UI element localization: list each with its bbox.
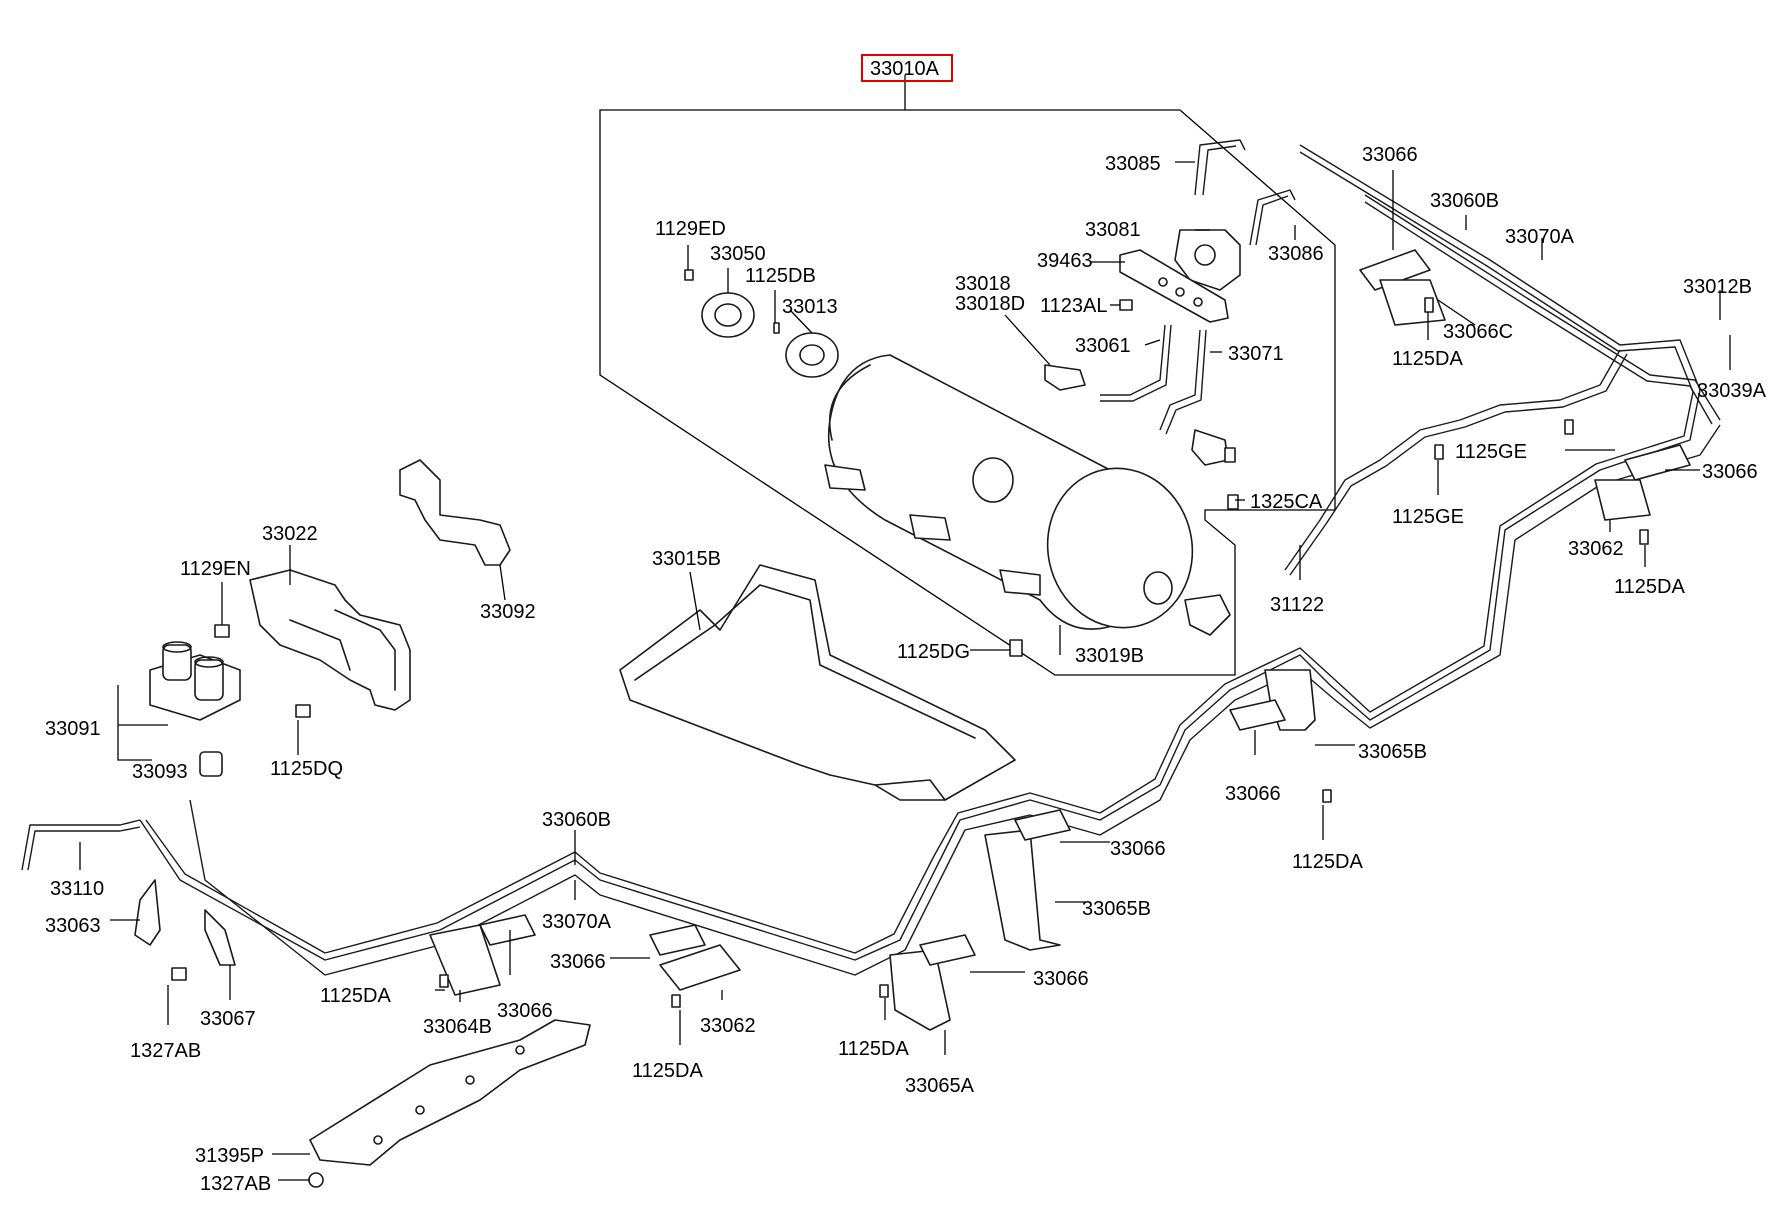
- tube-33110[interactable]: [21, 819, 141, 871]
- part-label-1125GE[interactable]: 1125GE: [1455, 441, 1527, 463]
- part-label-33050[interactable]: 33050: [710, 243, 766, 265]
- part-label-33063[interactable]: 33063: [45, 915, 101, 937]
- fitting-33071-end[interactable]: [1191, 429, 1229, 466]
- clip-33064B[interactable]: [429, 914, 536, 996]
- bolt-icons: [171, 269, 1649, 1188]
- mounting-bracket[interactable]: [399, 459, 511, 566]
- part-label-33015B[interactable]: 33015B: [652, 548, 721, 570]
- part-label-33110[interactable]: 33110: [50, 878, 104, 900]
- solenoid-valve[interactable]: [149, 641, 241, 777]
- part-label-33065B[interactable]: 33065B: [1358, 741, 1427, 763]
- relay-valve[interactable]: [1174, 229, 1241, 291]
- hose-31122[interactable]: [1284, 349, 1628, 576]
- assembly-outline: [599, 75, 1336, 676]
- part-label-33066[interactable]: 33066: [1110, 838, 1166, 860]
- part-label-1125DA[interactable]: 1125DA: [1392, 348, 1463, 370]
- part-label-33086[interactable]: 33086: [1268, 243, 1324, 265]
- part-label-33022[interactable]: 33022: [262, 523, 318, 545]
- part-label-33060B[interactable]: 33060B: [542, 809, 611, 831]
- part-label-33066[interactable]: 33066: [497, 1000, 553, 1022]
- part-label-1123AL[interactable]: 1123AL: [1040, 295, 1107, 317]
- clip-33065A[interactable]: [889, 934, 976, 1031]
- part-label-33085[interactable]: 33085: [1105, 153, 1161, 175]
- part-label-33066[interactable]: 33066: [1702, 461, 1758, 483]
- floor-cover[interactable]: [619, 564, 1016, 801]
- part-label-33061[interactable]: 33061: [1075, 335, 1131, 357]
- tube-33061-33071[interactable]: [1100, 324, 1207, 435]
- part-label-33091[interactable]: 33091: [45, 718, 101, 740]
- part-label-1327AB[interactable]: 1327AB: [200, 1173, 271, 1195]
- clip-33062-lower[interactable]: [649, 924, 741, 991]
- part-label-33066[interactable]: 33066: [1033, 968, 1089, 990]
- part-label-1125DA[interactable]: 1125DA: [1614, 576, 1685, 598]
- part-labels: 33010A 33085 33066 33060B 33070A 1129ED …: [45, 58, 1767, 1195]
- part-label-33010A[interactable]: 33010A: [870, 58, 940, 80]
- leader-lines: [79, 161, 1731, 1181]
- valve-plate[interactable]: [1119, 249, 1229, 323]
- part-label-33093[interactable]: 33093: [132, 761, 188, 783]
- part-label-33039A[interactable]: 33039A: [1697, 380, 1767, 402]
- part-label-33067[interactable]: 33067: [200, 1008, 256, 1030]
- part-label-1125DB[interactable]: 1125DB: [745, 265, 816, 287]
- part-label-33012B[interactable]: 33012B: [1683, 276, 1752, 298]
- part-label-1129EN[interactable]: 1129EN: [180, 558, 251, 580]
- clip-33066-right[interactable]: [1594, 444, 1691, 521]
- air-tank[interactable]: [824, 354, 1207, 641]
- part-label-31395P[interactable]: 31395P: [195, 1145, 264, 1167]
- clip-33066-upper[interactable]: [1359, 249, 1446, 326]
- fitting-33019B[interactable]: [1184, 594, 1231, 636]
- crossmember-31395P[interactable]: [309, 1019, 591, 1166]
- part-label-1327AB[interactable]: 1327AB: [130, 1040, 201, 1062]
- part-label-1125DA[interactable]: 1125DA: [838, 1038, 909, 1060]
- part-label-33064B[interactable]: 33064B: [423, 1016, 492, 1038]
- part-label-33071[interactable]: 33071: [1228, 343, 1284, 365]
- highlight-box: [861, 54, 953, 82]
- part-label-31122[interactable]: 31122: [1270, 594, 1324, 616]
- pipeline-33070A[interactable]: [189, 194, 1721, 976]
- part-label-1125DG[interactable]: 1125DG: [897, 641, 970, 663]
- part-label-33019B[interactable]: 33019B: [1075, 645, 1144, 667]
- clip-33065B-upper[interactable]: [1229, 669, 1316, 731]
- part-label-33018D[interactable]: 33018D: [955, 293, 1025, 315]
- part-label-1125DA[interactable]: 1125DA: [1292, 851, 1363, 873]
- part-label-33066[interactable]: 33066: [1225, 783, 1281, 805]
- part-label-33018[interactable]: 33018: [955, 273, 1011, 295]
- part-label-1125DQ[interactable]: 1125DQ: [270, 758, 343, 780]
- part-label-33062[interactable]: 33062: [700, 1015, 756, 1037]
- bracket-33067[interactable]: [204, 909, 236, 966]
- part-label-33066C[interactable]: 33066C: [1443, 321, 1513, 343]
- air-dryer[interactable]: [785, 332, 839, 378]
- tube-33086[interactable]: [1249, 189, 1296, 246]
- part-label-33066[interactable]: 33066: [550, 951, 606, 973]
- part-label-33062[interactable]: 33062: [1568, 538, 1624, 560]
- part-label-33092[interactable]: 33092: [480, 601, 536, 623]
- part-label-33070A[interactable]: 33070A: [542, 911, 612, 933]
- part-label-33013[interactable]: 33013: [782, 296, 838, 318]
- flange[interactable]: [701, 292, 755, 338]
- part-label-33065B[interactable]: 33065B: [1082, 898, 1151, 920]
- bracket-33063[interactable]: [134, 879, 161, 946]
- part-label-1125DA[interactable]: 1125DA: [632, 1060, 703, 1082]
- pipeline-33060B[interactable]: [139, 144, 1701, 961]
- clip-33065B-lower[interactable]: [984, 809, 1071, 951]
- part-label-1125GE[interactable]: 1125GE: [1392, 506, 1464, 528]
- part-label-33070A[interactable]: 33070A: [1505, 226, 1575, 248]
- part-label-33066[interactable]: 33066: [1362, 144, 1418, 166]
- valve-bracket[interactable]: [249, 569, 411, 711]
- tube-33085[interactable]: [1194, 139, 1246, 196]
- part-label-33060B[interactable]: 33060B: [1430, 190, 1499, 212]
- part-label-1125DA[interactable]: 1125DA: [320, 985, 391, 1007]
- part-label-1129ED[interactable]: 1129ED: [655, 218, 726, 240]
- part-label-39463[interactable]: 39463: [1037, 250, 1093, 272]
- part-label-33081[interactable]: 33081: [1085, 219, 1141, 241]
- part-label-1325CA[interactable]: 1325CA: [1250, 491, 1323, 513]
- fitting-33018[interactable]: [1044, 364, 1086, 391]
- part-label-33065A[interactable]: 33065A: [905, 1075, 975, 1097]
